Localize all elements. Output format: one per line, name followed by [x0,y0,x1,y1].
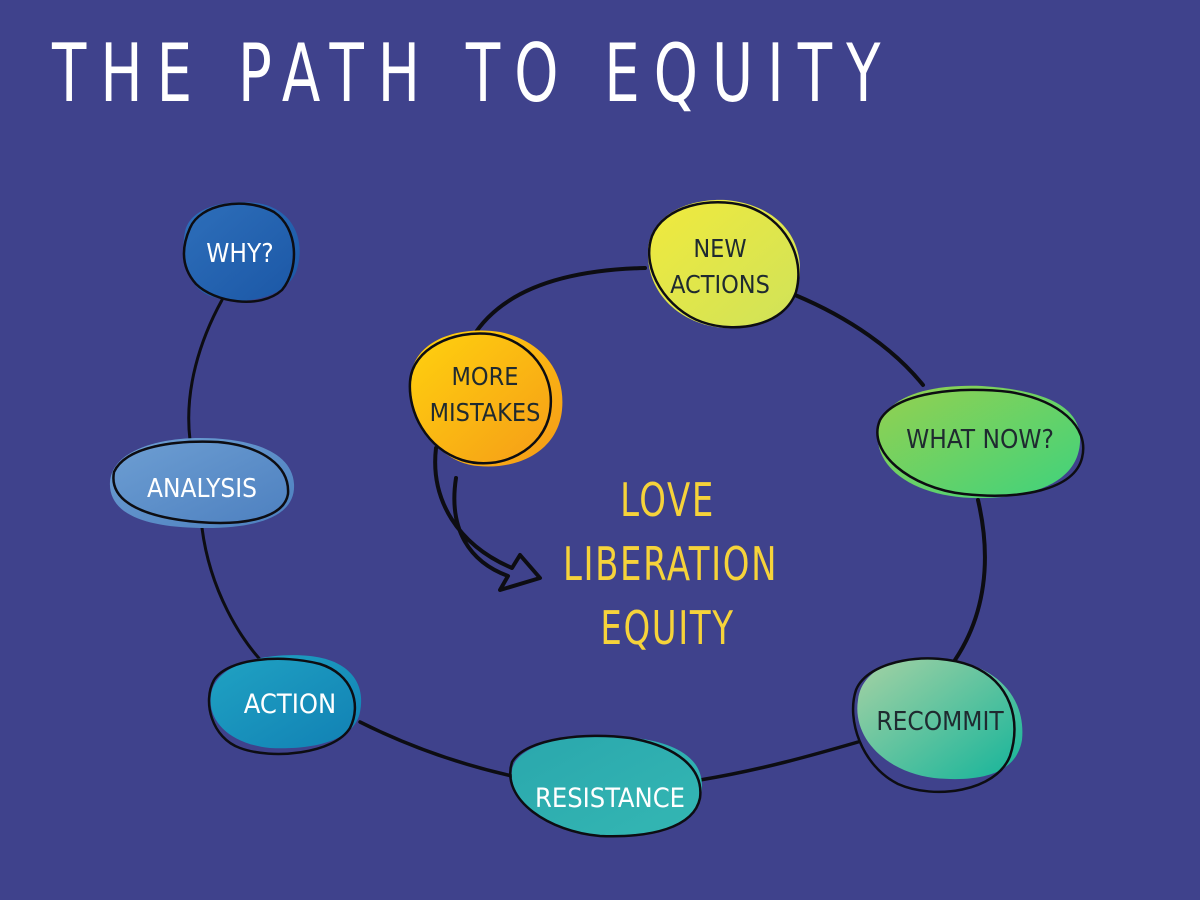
node-action: ACTION [207,655,362,756]
node-why: WHY? [182,202,300,303]
node-resistance: RESISTANCE [509,734,702,838]
left-path-line [187,298,270,670]
node-recommit: RECOMMIT [851,657,1023,794]
node-new-actions-label-1: NEW [693,234,746,263]
page-title: THE PATH TO EQUITY [52,27,895,120]
node-resistance-label: RESISTANCE [535,783,685,814]
node-analysis: ANALYSIS [109,438,295,528]
node-why-label: WHY? [206,239,273,269]
center-line-love: LOVE [620,473,715,527]
center-message: LOVE LIBERATION EQUITY [540,468,795,660]
center-line-equity: EQUITY [600,601,735,655]
node-recommit-label: RECOMMIT [876,707,1004,737]
node-what-now-label: WHAT NOW? [906,425,1054,455]
node-more-mistakes: MORE MISTAKES [408,330,563,467]
node-new-actions: NEW ACTIONS [647,199,800,329]
node-what-now: WHAT NOW? [876,385,1085,498]
node-more-mistakes-label-2: MISTAKES [430,398,541,427]
center-line-liberation: LIBERATION [562,537,779,591]
node-more-mistakes-label-1: MORE [452,362,519,391]
node-analysis-label: ANALYSIS [147,474,257,504]
node-new-actions-label-2: ACTIONS [670,270,770,299]
right-circle-line [470,266,987,662]
bottom-path-line [358,720,860,782]
node-action-label: ACTION [244,689,336,720]
arrow-to-center [433,446,542,592]
